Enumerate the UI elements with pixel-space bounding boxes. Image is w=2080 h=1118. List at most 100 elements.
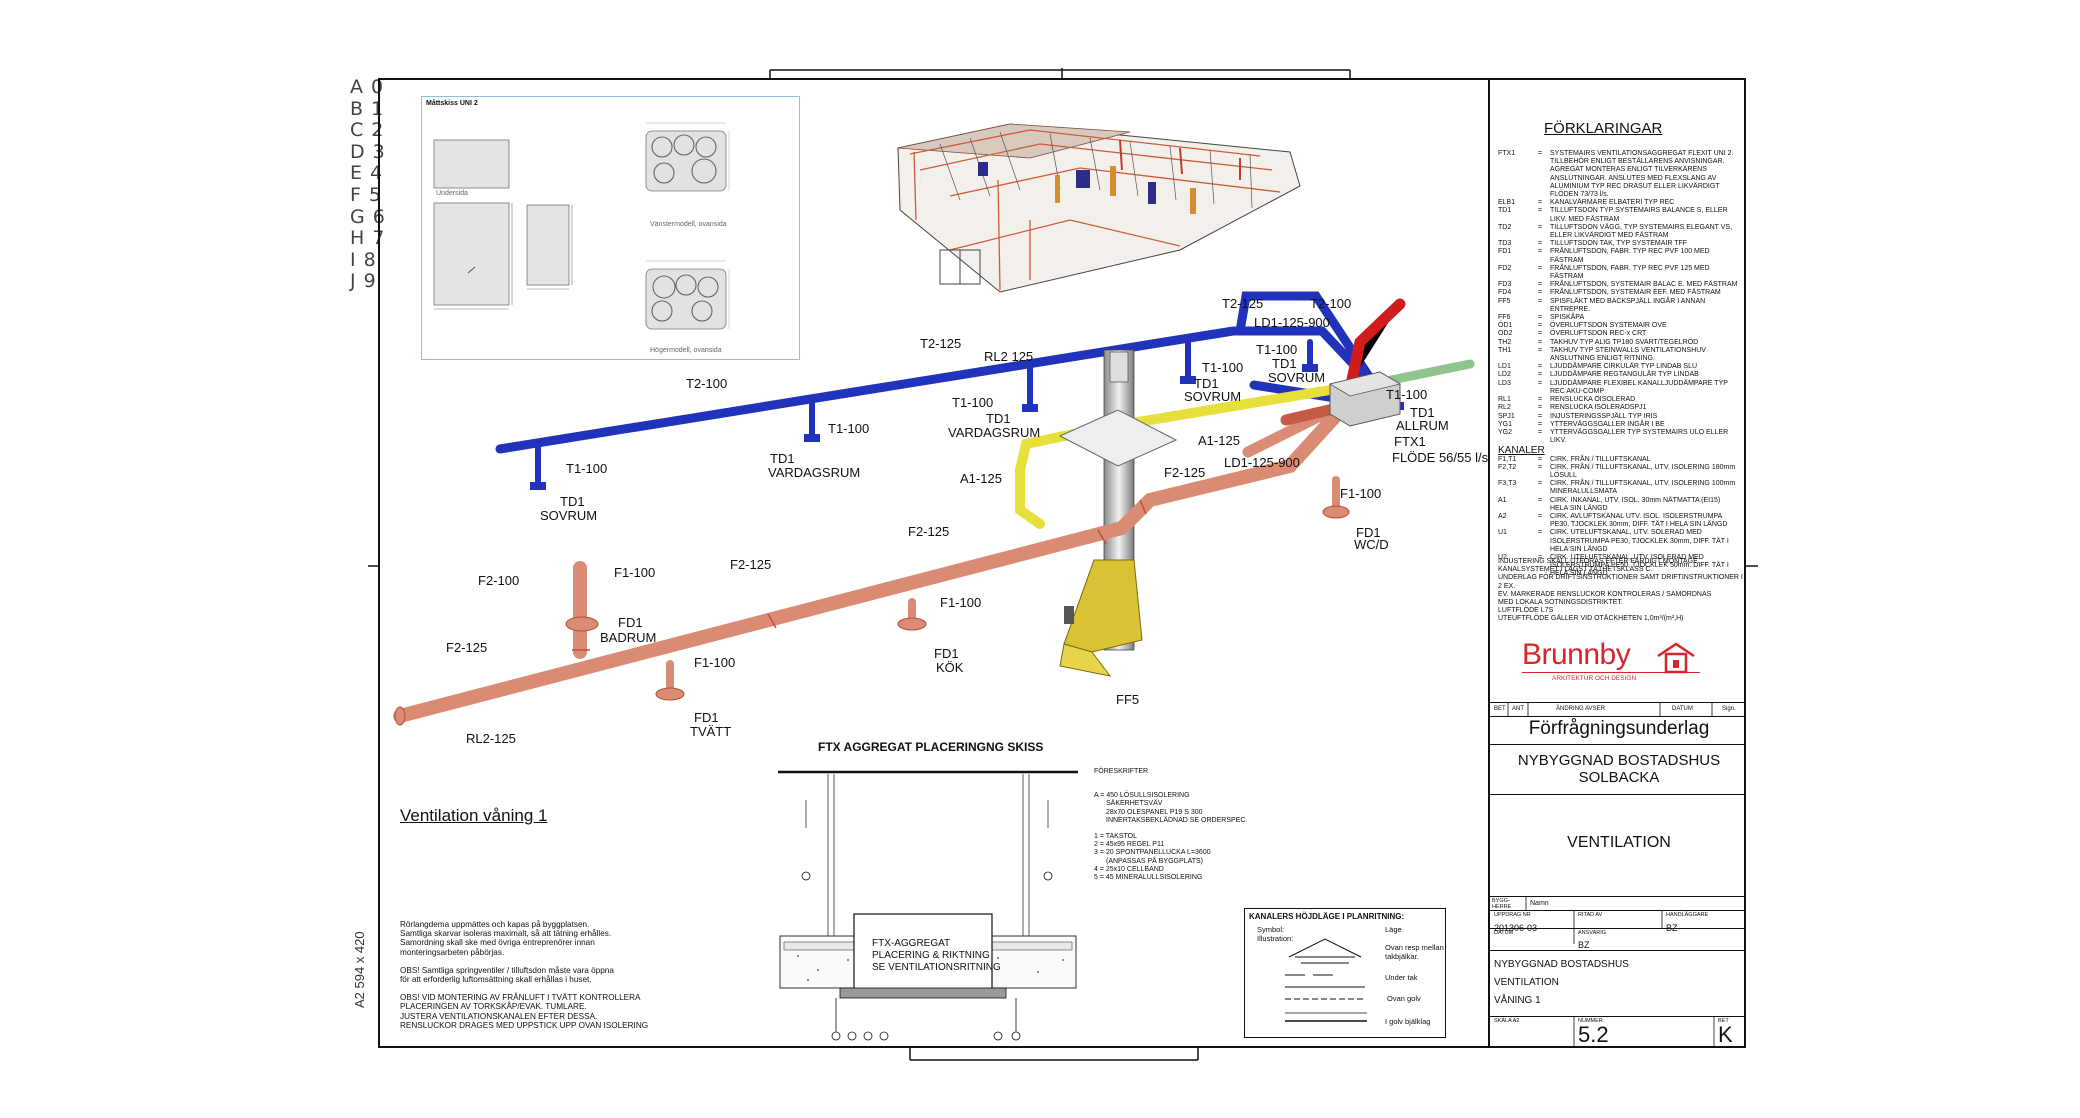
kanaler-item: U2=CIRK. UTELUFTSKANAL, UTV. ISOLERAD ME… [1498,553,1729,578]
note-line: JUSTERA VENTILATIONSKANALEN EFTER DESSA. [400,1011,598,1021]
nummer-label: NUMMER [1578,1018,1603,1024]
handlaggare-label: HANDLÄGGARE [1666,912,1709,918]
label-td1: TD1 [770,451,795,466]
legend-lage: Läge [1385,925,1402,934]
desc-line: VÅNING 1 [1494,995,1541,1006]
explanations-footer: INJUSTERING SKALL UTFÖRAS EFTER FÄRDIGT … [1498,558,1744,624]
ftx-box [853,913,993,991]
notes-title: FÖRESKRIFTER [1094,768,1149,775]
ftx-sketch-title: FTX AGGREGAT PLACERINGNG SKISS [818,740,1044,754]
drawing-description: NYBYGGNAD BOSTADSHUS VENTILATION VÅNING … [1494,956,1629,1010]
ftx-placement-sketch [778,770,1078,1041]
label-td1: TD1 [1194,376,1219,391]
label-a1-125: A1-125 [960,471,1002,486]
extract-ducts [393,393,1378,723]
explanation-item: FD3=FRÅNLUFTSDON, SYSTEMAIR BALAC E. MED… [1498,281,1738,289]
label-ftx1: FTX1 [1394,434,1426,449]
logo-name: Brunnby [1522,638,1631,671]
rev-sign: Sign. [1722,706,1736,712]
legend-i-golv: I golv bjälklag [1385,1017,1431,1026]
label-t2-100: T2-100 [686,376,728,391]
explanations-list: FTX1=SYSTEMAIRS VENTILATIONSAGGREGAT FLE… [1498,150,1738,579]
grid-label: D 3 [350,140,386,163]
label-td1: TD1 [986,411,1011,426]
ftx-sketch-notes: FÖRESKRIFTER A = 450 LÖSULLSISOLERING SÄ… [1094,768,1254,882]
label-fd1: FD1 [694,710,719,725]
explanation-item: YG2=YTTERVÄGGSGALLER TYP SYSTEMAIRS ULO … [1498,428,1729,445]
brunnby-logo: Brunnby ARKITEKTUR OCH DESIGN [1522,638,1702,686]
explanation-item: FD4=FRÅNLUFTSDON, SYSTEMAIR EEF. MED FÄS… [1498,289,1721,297]
revision-header: BET ANT ÄNDRING AVSER DATUM Sign. [1490,702,1748,716]
label-f2-125: F2-125 [730,557,772,572]
explanation-item: LD1=LJUDDÄMPARE CIRKULÄR TYP LINDAB SLU [1498,363,1698,371]
label-f1-100: F1-100 [694,655,736,670]
note-line: 5 = 45 MINERALULLSISOLERING [1094,874,1203,882]
grid-label: G 6 [350,205,386,228]
label-a1-125: A1-125 [1198,433,1240,448]
label-t1-100: T1-100 [566,461,608,476]
inset-dimension-sketch: Måttskiss UNI 2 Undersida Vänstermodell,… [421,96,800,360]
kanaler-item: F3,T3=CIRK. FRÅN / TILLUFTSKANAL, UTV. I… [1498,480,1736,496]
ftx-box-line: FTX-AGGREGAT [872,938,951,949]
kanaler-title: KANALER [1498,445,1545,457]
explanation-item: TD3=TILLUFTSDON TAK, TYP SYSTEMAIR TFF [1498,240,1688,248]
inset-title: Måttskiss UNI 2 [426,100,478,107]
extract-diffusers [394,505,1350,726]
kanaler-item: U1=CIRK. UTELUFTSKANAL, UTV. SOLERAD MED… [1498,529,1729,553]
logo-subtitle: ARKITEKTUR OCH DESIGN [1552,675,1637,682]
label-f2-125: F2-125 [446,640,488,655]
explanation-item: RL1=RENSLUCKA OISOLERAD [1498,396,1636,404]
legend-symbols [1285,938,1367,1022]
note-line: Rörlangdema uppmättes och kapas på byggp… [400,920,590,929]
note-line: för att erforderlig luftomsättning skall… [400,975,592,985]
inset-underside-label: Undersida [436,190,468,197]
rev-bet: BET [1494,706,1506,712]
project-line: NYBYGGNAD BOSTADSHUS [1517,752,1721,769]
explanation-item: ELB1=KANALVÄRMARE ELBATERI TYP REC [1498,199,1675,207]
kanaler-item: F2,T2=CIRK. FRÅN / TILLUFTSKANAL, UTV. I… [1498,463,1736,479]
legend-ovan-golv: Ovan golv [1387,994,1421,1003]
explanation-item: LD3=LJUDDÄMPARE FLEXIBEL KANALLJUDDÄMPAR… [1498,379,1728,395]
label-room-badrum: BADRUM [600,630,657,645]
label-rl2-125: RL2 125 [984,349,1034,364]
footer-line: UTEUFTFLÖDE GÄLLER VID OTÄCKHETEN 1,0m³/… [1498,615,1684,623]
legend-illustration-label: Illustration: [1257,934,1294,943]
ftx-box-line: PLACERING & RIKTNING [872,950,990,961]
ritad-label: RITAD AV [1578,912,1603,918]
inset-right-model-label: Högermodell, ovansida [650,347,722,354]
grid-label: H 7 [350,227,386,250]
label-room-wcd: WC/D [1354,537,1389,552]
kanaler-item: A2=CIRK. AVLUFTSKANAL UTV. ISOL. ISOLERS… [1498,512,1728,529]
note-line: OBS! Samtliga springventiler / tilluftsd… [400,965,614,975]
explanation-item: TH2=TAKHUV TYP ALIG TP180 SVART/TEGELRÖD [1498,338,1699,346]
label-t2-125: T2-125 [1222,296,1264,311]
label-f1-100: F1-100 [614,565,656,580]
explanation-item: RL2=RENSLUCKA ISOLERADSPJ1 [1498,404,1647,412]
note-line: OBS! VID MONTERING AV FRÅNLUFT I TVÄTT K… [400,993,641,1003]
byggherre-label: BYGG- HERRE [1492,898,1512,910]
byggherre-value: Namn [1530,900,1549,907]
label-room-vardagsrum: VARDAGSRUM [948,425,1041,440]
label-ld1-125-900: LD1-125-900 [1254,315,1330,330]
project-title: NYBYGGNAD BOSTADSHUS SOLBACKA [1490,752,1748,786]
inset-left-model-label: Vänstermodell, ovansida [650,221,727,228]
explanation-item: FF5=SPISFLÄKT MED BACKSPJÄLL INGÅR I ANN… [1498,297,1706,313]
label-t1-100: T1-100 [1386,387,1428,402]
label-fd1: FD1 [934,646,959,661]
note-line: monteringsarbeten påbörjas. [400,947,505,957]
legend-symbol-label: Symbol: [1257,925,1285,934]
label-room-vardagsrum: VARDAGSRUM [768,465,861,480]
explanation-item: FD1=FRÅNLUFTSDON, FABR. TYP REC PVF 100 … [1498,248,1710,264]
label-t2-100: T2-100 [1310,296,1352,311]
label-room-sovrum: SOVRUM [540,508,598,523]
label-f1-100: F1-100 [940,595,982,610]
ftx-box-line: SE VENTILATIONSRITNING [872,962,1001,973]
uppdrag-label: UPPDRAG NR [1494,912,1531,918]
note-line: A = 450 LÖSULLSISOLERING [1094,792,1190,800]
grid-label: J 9 [350,270,377,293]
rev-ant: ANT [1512,706,1524,712]
title-block: FÖRKLARINGAR FTX1=SYSTEMAIRS VENTILATION… [1488,78,1746,1048]
datum-label: DATUM [1494,930,1514,936]
explanations-title: FÖRKLARINGAR [1544,120,1663,137]
